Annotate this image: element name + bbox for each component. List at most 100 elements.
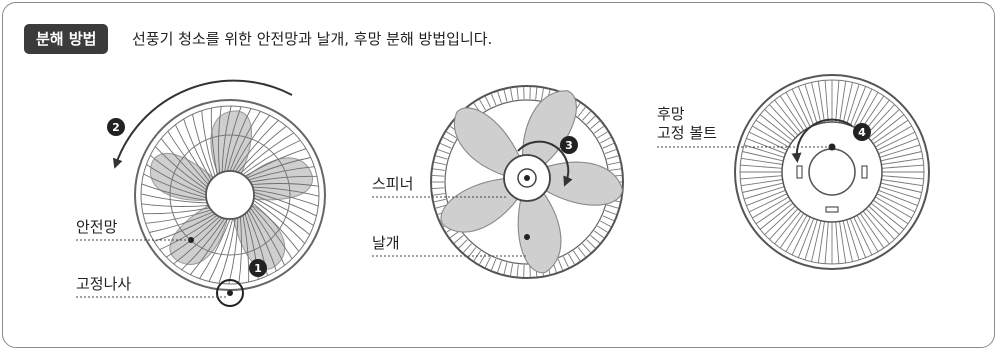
fan3-grille-wire	[835, 221, 840, 264]
fan3-grille-wire	[853, 216, 873, 256]
fan1-grille-wire	[174, 124, 211, 183]
fan3-grille-wire	[797, 218, 815, 258]
fan1-grille-wire	[248, 166, 315, 181]
fan2-rim-tick	[602, 142, 614, 149]
fan3-grille-wire	[755, 199, 791, 225]
fan3-grille-wire	[759, 202, 794, 230]
step-1-number: 1	[254, 262, 262, 275]
fan2-rim-tick	[604, 209, 617, 215]
fan3-grille-wire	[881, 179, 924, 187]
fan2-rim-tick	[434, 198, 446, 203]
fan1-grille-wire	[181, 218, 226, 271]
fan2-rim-tick	[435, 204, 448, 209]
fan1-grille-wire	[238, 216, 242, 284]
fan3-grille-wire	[764, 109, 796, 139]
fan1-grille-wire	[167, 130, 209, 185]
step-4-marker	[853, 123, 871, 141]
fan1-grille-wire	[201, 110, 216, 177]
fan3-grille-wire	[868, 205, 900, 235]
fan3-center-hole	[808, 148, 856, 196]
fan3-grille-wire	[785, 92, 808, 129]
spinner-center-dot	[524, 175, 530, 181]
fan1-grille-wire	[237, 125, 287, 173]
fan2-rim-tick	[593, 230, 605, 239]
fan2-rim-tick	[582, 243, 591, 253]
fan2-rim-tick	[540, 88, 544, 101]
fan1-grille-wire	[141, 203, 209, 207]
fan2-rim-tick	[479, 99, 486, 111]
fan1-grille-wire	[208, 218, 234, 282]
fan3-grille-wire	[853, 88, 873, 128]
fan2-rim-tick	[468, 247, 477, 258]
fan1-grille-wire	[253, 194, 314, 226]
step-2-marker	[107, 118, 125, 136]
fan2-rim-tick	[608, 161, 620, 166]
fan2-rim-tick	[597, 225, 608, 233]
fan2-rim-tick	[590, 120, 601, 129]
fan1-grille-wire	[253, 189, 319, 207]
fan2-blade-shape	[517, 184, 562, 274]
fan3-grille-wire	[811, 82, 822, 124]
fan3-grille-wire	[846, 83, 860, 125]
fan1-grille-wire	[226, 108, 252, 172]
fan2-rim-tick	[442, 137, 454, 144]
fan3-grille-wire	[839, 80, 847, 123]
fan3-grille-wire	[870, 202, 905, 230]
fan2-blade-shape	[521, 90, 577, 171]
fan2-rim-tick	[432, 193, 445, 196]
fan3-grille-wire	[842, 82, 853, 124]
fan2-rim-tick	[573, 250, 581, 262]
fan2-rim-tick	[510, 88, 514, 101]
fan2-rim-tick	[577, 106, 586, 117]
fan2-rim-tick	[582, 111, 591, 121]
fan3-grille-wire	[779, 213, 805, 249]
fan1-grille-wire	[140, 193, 208, 204]
fan1-grille-wire	[248, 209, 277, 272]
fan1-grille-wire	[249, 207, 286, 266]
fan3-grille-wire	[743, 186, 785, 200]
fan2-rim-tick	[606, 155, 619, 160]
fan2-rim-tick	[490, 93, 497, 106]
fan1-grille-wire	[218, 218, 236, 284]
fan1-grille-wire	[145, 209, 212, 224]
fan2-rim-tick	[602, 215, 614, 222]
fan3-grille-wire	[856, 92, 879, 129]
fan2-rim-tick	[604, 149, 617, 155]
fan1-grille-wire	[143, 173, 207, 199]
fan2-rim-tick	[586, 115, 596, 125]
fan1-grille-wire	[224, 106, 242, 172]
fan3-grille-wire	[875, 125, 912, 148]
fan3-grille-wire	[870, 114, 905, 142]
fan2-rim-tick	[479, 253, 486, 265]
fan3-grille-wire	[769, 104, 799, 136]
fan1-mid-ring	[169, 134, 291, 256]
fan2-blade-shape	[440, 177, 525, 233]
fan1-grille-wire	[246, 157, 311, 179]
fan1-outer-rim-inner	[140, 105, 320, 285]
rear-net-clip-right	[861, 165, 868, 179]
fan1-grille-wire	[253, 191, 317, 217]
fixing-screw-label: 고정나사	[76, 275, 131, 293]
fan2-rim-tick	[484, 96, 492, 108]
fan1-grille-wire	[252, 186, 320, 197]
fan2-rim-tick	[600, 137, 612, 144]
fan1-grille-wire	[234, 119, 279, 172]
fan2-rim-tick	[458, 239, 468, 249]
fan3-grille-wire	[881, 157, 924, 165]
fan1-grille-wire	[173, 217, 223, 265]
fan3-grille-wire	[752, 125, 789, 148]
fan3-grille-wire	[868, 109, 900, 139]
fan3-grille-wire	[880, 182, 922, 193]
fan3-grille-wire	[755, 119, 791, 145]
fan3-grille-wire	[774, 210, 802, 245]
fan2-rim-tick	[568, 253, 575, 265]
safety-net-grille	[140, 105, 320, 285]
fan1-grille-wire	[142, 207, 210, 215]
fan1-grille-wire	[150, 154, 207, 193]
fan2-rim-tick	[577, 247, 586, 258]
fan3-grille-wire	[849, 86, 867, 126]
fan1-grille-wire	[210, 107, 218, 175]
fan3-grille-wire	[880, 151, 922, 162]
fan3-grille-wire	[746, 137, 786, 155]
fan1-grille-wire	[232, 115, 271, 172]
